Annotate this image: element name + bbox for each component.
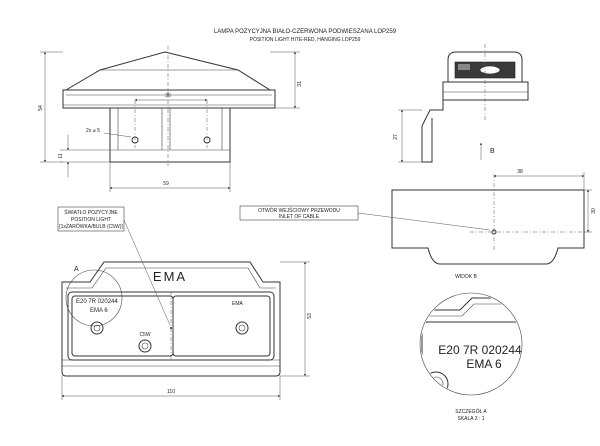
dim-front-height: 53 — [307, 313, 313, 319]
view-b: 38 30 OTWÓR WEJŚCIOWY PRZEWODU INLET OF … — [239, 169, 597, 280]
side-view: 27 B — [393, 44, 529, 163]
front-view: ŚWIATŁO POZYCYJNE POSITION LIGHT [1xŻARÓ… — [57, 206, 313, 400]
title-pl: LAMPA POZYCYJNA BIAŁO-CZERWONA PODWIESZA… — [214, 29, 397, 35]
bulb-label: [1xŻARÓWKA/BULB (C5W)] — [59, 223, 123, 230]
detail-a-ref: A — [74, 266, 79, 273]
view-b-label: WIDOK B — [455, 274, 477, 280]
dim-side-height: 27 — [393, 134, 399, 140]
view-b-outline — [391, 189, 585, 265]
position-light-callout — [57, 206, 125, 232]
bulb-marker — [138, 339, 152, 353]
top-view: 36 2x ⌀ 5 54 31 11 59 — [38, 46, 303, 192]
detail-a-marker — [65, 269, 123, 327]
position-label-pl: ŚWIATŁO POZYCYJNE — [64, 208, 118, 216]
position-label-en: POSITION LIGHT — [71, 217, 111, 223]
screw-right — [235, 321, 249, 335]
red-lens — [172, 295, 271, 357]
cable-label-en: INLET OF CABLE — [279, 214, 320, 220]
lens-approval: E20 7R 020244 — [76, 299, 118, 305]
white-lens — [71, 295, 174, 357]
lens-model: EMA 6 — [90, 308, 108, 314]
cable-label-pl: OTWÓR WEJŚCIOWY PRZEWODU — [258, 206, 340, 214]
screw-left — [90, 321, 104, 335]
red-lens-brand: EMA — [232, 301, 244, 307]
side-view-body — [442, 81, 529, 101]
dim-hole-spacing: 36 — [165, 93, 171, 99]
side-view-cap — [447, 51, 523, 82]
housing-brand: EMA — [153, 269, 187, 284]
title-en: POSITION LIGHT HITE-RED, HANGING LOP259 — [250, 37, 361, 43]
dim-cable-x: 38 — [517, 169, 523, 175]
lens-bulb-type: C5W — [139, 332, 150, 338]
dim-height-left: 54 — [38, 105, 44, 111]
dim-front-width: 110 — [167, 389, 175, 395]
hole-callout: 2x ⌀ 5 — [86, 128, 100, 134]
dim-cable-y: 30 — [591, 208, 597, 214]
dim-bracket-height: 11 — [58, 153, 64, 158]
dim-bracket-width: 59 — [163, 181, 169, 187]
detail-a: E20 7R 020244 EMA 6 SZCZEGÓŁ A SKALA 3 :… — [419, 292, 523, 422]
detail-model: EMA 6 — [466, 357, 502, 371]
dim-height-right: 31 — [297, 81, 303, 87]
top-view-bracket — [109, 108, 231, 163]
detail-a-circle — [419, 292, 523, 396]
side-view-bracket — [421, 100, 444, 163]
detail-scale: SKALA 3 : 1 — [458, 416, 485, 422]
top-view-body — [62, 89, 276, 109]
front-view-housing — [61, 261, 281, 377]
detail-title: SZCZEGÓŁ A — [455, 408, 487, 415]
view-arrow-b: B — [490, 148, 495, 155]
detail-approval: E20 7R 020244 — [438, 343, 522, 357]
